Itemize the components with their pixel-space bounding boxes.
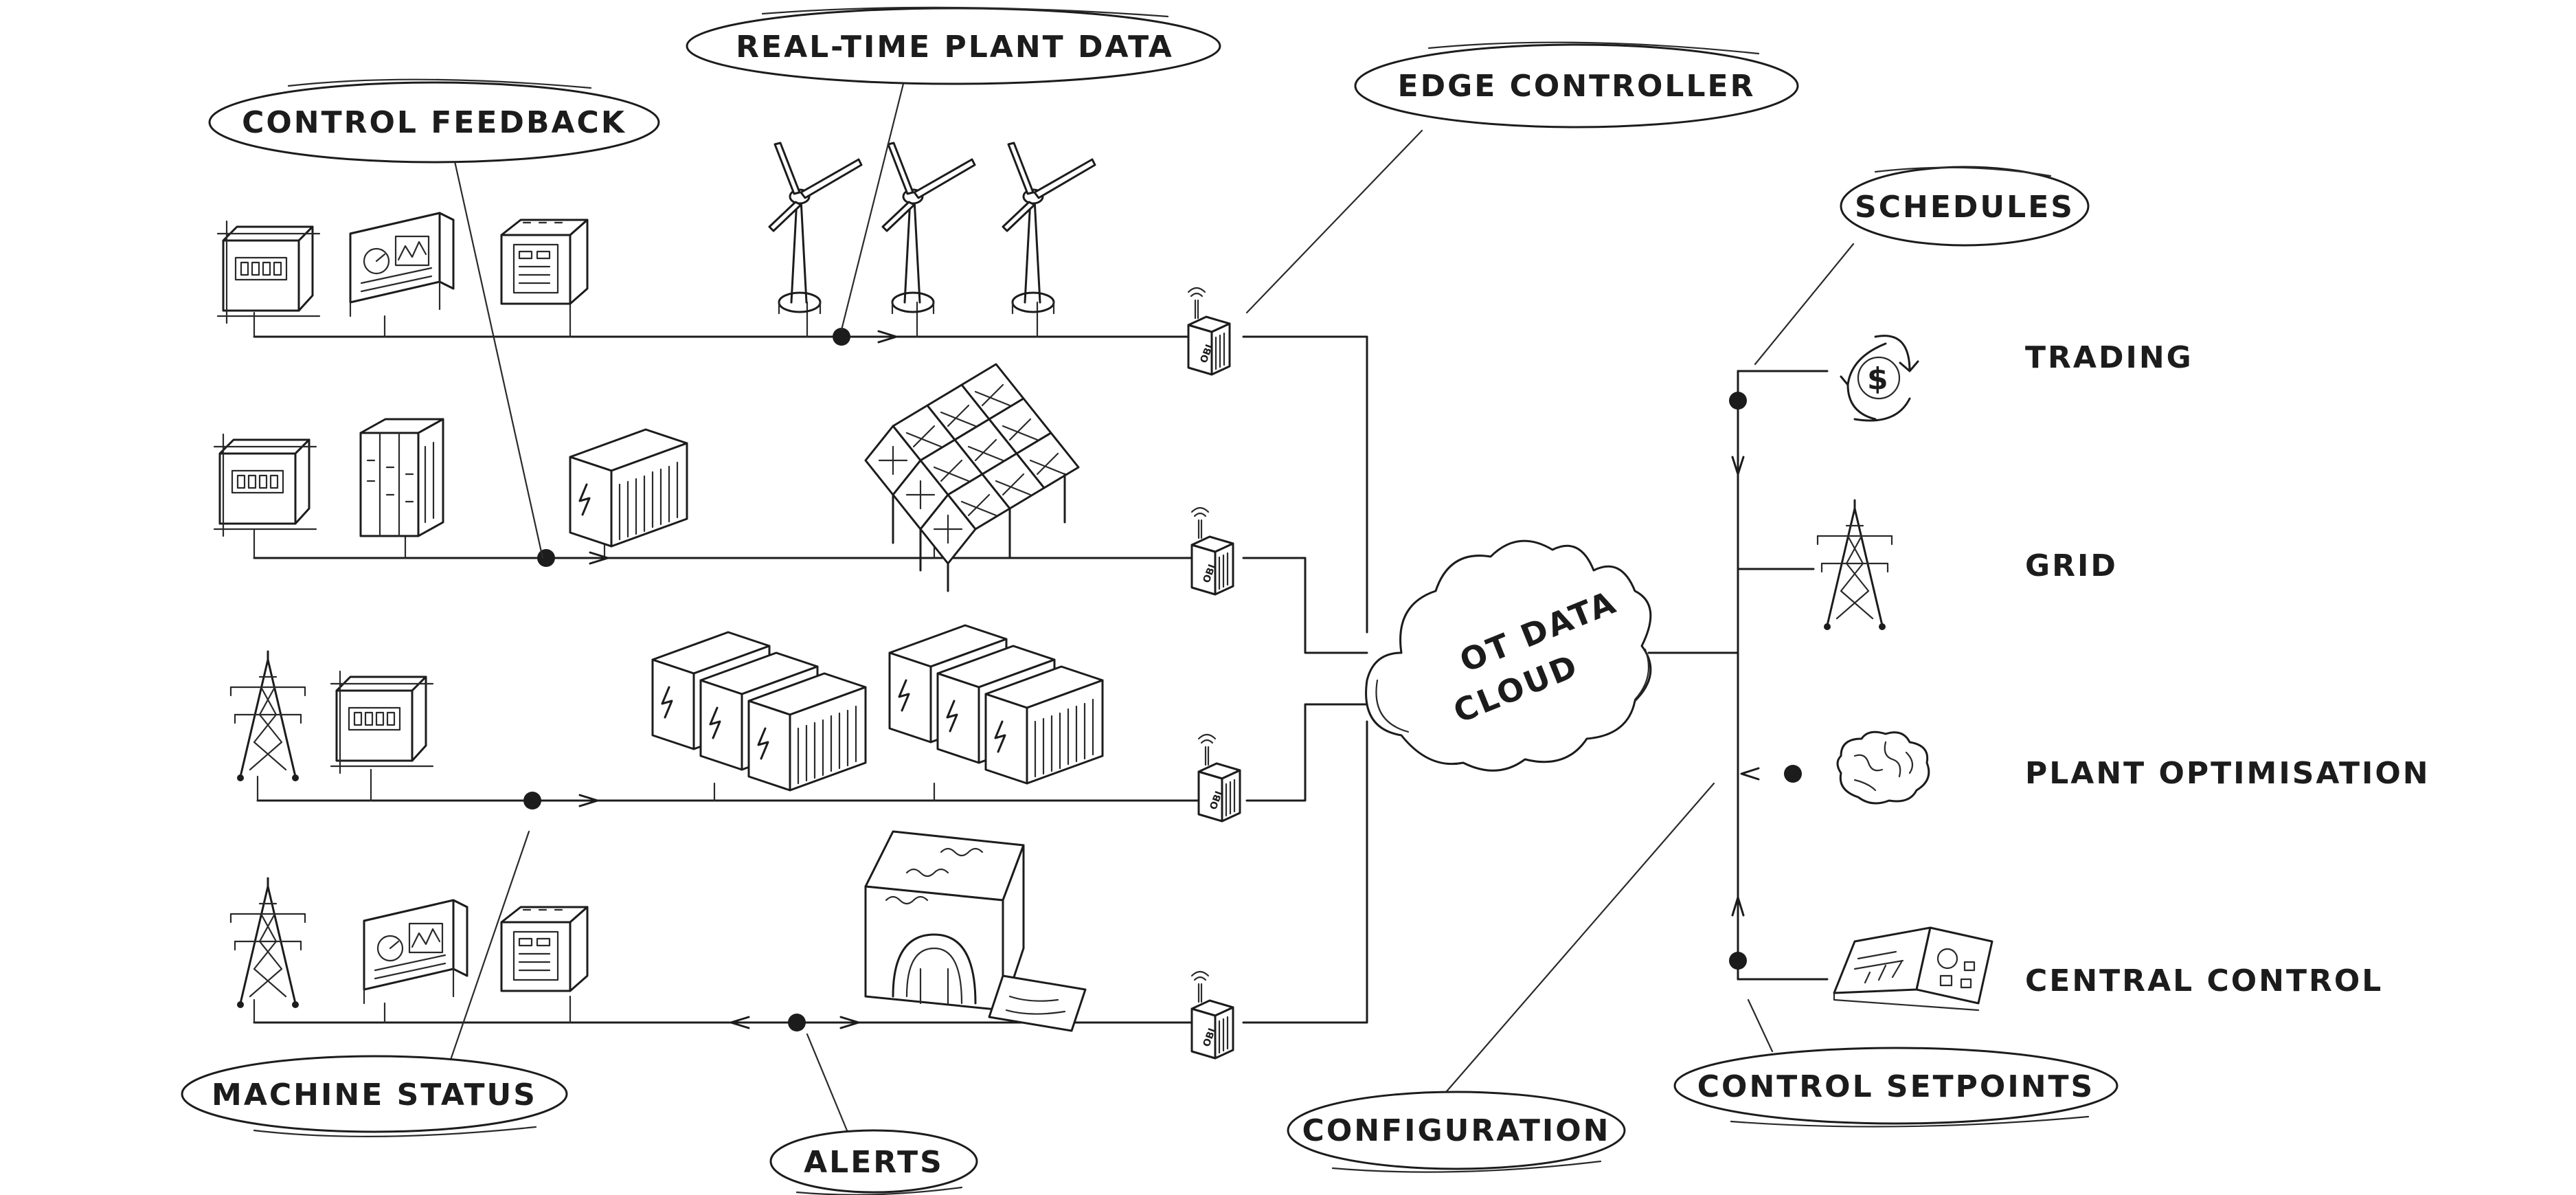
row-1-bus: [253, 301, 1207, 346]
wind-turbine-icon: [881, 142, 976, 315]
destination-grid: GRID: [2025, 548, 2118, 583]
callout-pointers: [449, 74, 1855, 1135]
destination-plant-optimisation: PLANT OPTIMISATION: [2025, 756, 2430, 791]
meter-cabinet-icon: [213, 433, 317, 537]
callout-configuration: CONFIGURATION: [1287, 1091, 1626, 1173]
meter-cabinet-icon: [216, 220, 321, 324]
transmission-tower-icon: [229, 877, 306, 1009]
transmission-tower-icon: [1816, 499, 1893, 632]
row-3-bus: [256, 768, 1214, 809]
svg-text:EDGE CONTROLLER: EDGE CONTROLLER: [1398, 69, 1756, 104]
wind-turbine-icon: [1002, 142, 1096, 315]
callout-alerts: ALERTS: [769, 1129, 978, 1195]
callout-schedules: SCHEDULES: [1840, 166, 2090, 247]
callout-real-time-plant-data: REAL-TIME PLANT DATA: [686, 6, 1221, 85]
callout-edge-controller: EDGE CONTROLLER: [1354, 41, 1799, 129]
hydro-dam-icon: [864, 830, 1087, 1032]
switchgear-cabinet-icon: [359, 418, 444, 537]
callout-control-feedback: CONTROL FEEDBACK: [208, 78, 660, 164]
destination-central-control: CENTRAL CONTROL: [2025, 963, 2383, 998]
control-panel-icon: [349, 212, 455, 317]
dollar-cycle-icon: $: [1840, 335, 1919, 422]
right-bus: [1647, 370, 1829, 981]
edge-to-cloud-links: [1242, 335, 1368, 1024]
wind-turbine-icon: [768, 142, 863, 315]
row-2-bus: [253, 528, 1207, 567]
destination-trading: TRADING: [2025, 340, 2193, 375]
switchgear-cabinet-icon: [500, 906, 589, 992]
svg-text:MACHINE STATUS: MACHINE STATUS: [212, 1077, 537, 1113]
svg-text:CONTROL FEEDBACK: CONTROL FEEDBACK: [242, 105, 626, 140]
switchgear-cabinet-icon: [500, 219, 589, 305]
cloud-icon: [1365, 539, 1652, 772]
svg-text:REAL-TIME PLANT DATA: REAL-TIME PLANT DATA: [736, 30, 1174, 65]
control-panel-icon: [363, 899, 468, 1005]
callout-machine-status: MACHINE STATUS: [181, 1055, 568, 1137]
svg-text:$: $: [1867, 361, 1890, 397]
battery-container-icon: [569, 428, 688, 548]
control-dashboard-icon: [1833, 926, 1993, 1012]
callout-control-setpoints: CONTROL SETPOINTS: [1673, 1047, 2119, 1128]
svg-text:CONTROL SETPOINTS: CONTROL SETPOINTS: [1697, 1069, 2094, 1104]
svg-text:CONFIGURATION: CONFIGURATION: [1302, 1113, 1611, 1148]
meter-cabinet-icon: [330, 670, 434, 774]
svg-text:SCHEDULES: SCHEDULES: [1855, 190, 2075, 225]
edge-device-labels: OBI OBI OBI OBI: [1199, 343, 1225, 1049]
transmission-tower-icon: [229, 650, 306, 783]
brain-icon: [1836, 730, 1930, 805]
svg-text:ALERTS: ALERTS: [804, 1145, 944, 1180]
